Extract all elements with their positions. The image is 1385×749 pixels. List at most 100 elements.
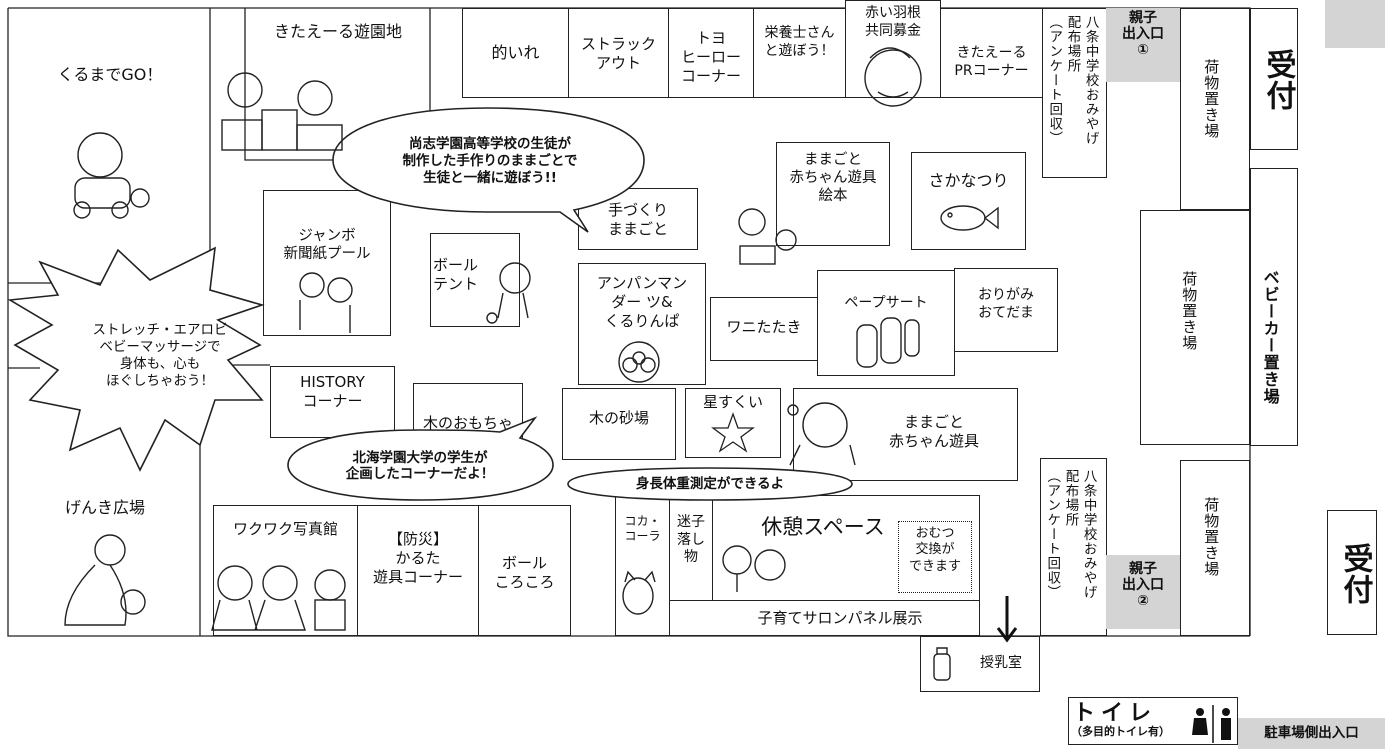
- area-wani: ワニたたき: [710, 297, 818, 361]
- area-ki-omocha-label: 木のおもちゃ: [422, 414, 513, 432]
- area-bousai: 【防災】 かるた 遊具コーナー: [357, 505, 479, 636]
- area-wakuwaku: ワクワク写真館: [213, 505, 358, 636]
- area-nimotsu-2-label: 荷物置き場: [1180, 271, 1199, 351]
- area-paper-sert: ペープサート: [817, 270, 955, 376]
- children-pool-icon: [299, 272, 353, 333]
- area-kitaeru-park: きたえーる遊園地: [273, 22, 402, 41]
- child-car-icon: [73, 132, 150, 219]
- area-junyu-label: 授乳室: [980, 655, 1022, 671]
- area-hachijo-2: 八条中学校おみやげ 配布場所 （アンケート回収）: [1040, 458, 1107, 636]
- area-uketsuke-2: 受付: [1327, 510, 1377, 635]
- callout-shoshi: 尚志学園高等学校の生徒が 制作した手作りのままごとで 生徒と一緒に遊ぼう!!: [402, 136, 578, 186]
- area-mamagoto-ehon: ままごと 赤ちゃん遊具 絵本: [776, 142, 890, 246]
- area-akai-hane: 赤い羽根 共同募金: [845, 0, 941, 98]
- kids-blocks-icon: [221, 72, 343, 151]
- area-salon-label: 子育てサロンパネル展示: [757, 609, 923, 627]
- area-hachijo-1-label: 八条中学校おみやげ 配布場所 （アンケート回収）: [1046, 15, 1099, 146]
- area-omutsu-label: おむつ 交換が できます: [908, 526, 961, 574]
- area-ball-tent-label: ボール テント: [433, 256, 479, 293]
- area-nimotsu-3: 荷物置き場: [1180, 460, 1250, 636]
- area-mamagoto-ehon-label: ままごと 赤ちゃん遊具 絵本: [789, 152, 877, 205]
- bottle-icon: [933, 647, 951, 681]
- area-origami-label: おりがみ おてだま: [978, 287, 1034, 321]
- area-eiyoushi: 栄養士さん と遊ぼう！: [753, 8, 846, 98]
- area-ki-sunaba-label: 木の砂場: [588, 409, 649, 427]
- gray-tab: [1325, 0, 1385, 48]
- area-jumbo-label: ジャンボ 新聞紙プール: [283, 228, 371, 263]
- area-parking-exit: 駐車場側出入口: [1238, 718, 1385, 749]
- area-uketsuke-2-label: 受付: [1337, 543, 1373, 605]
- area-mamagoto-baby-label: ままごと 赤ちゃん遊具: [888, 413, 979, 450]
- toilet-sub: （多目的トイレ有）: [1071, 725, 1170, 738]
- area-toilet: トイレ （多目的トイレ有）: [1068, 697, 1238, 745]
- anpanman-face-icon: [618, 341, 660, 383]
- area-hoshi-label: 星すくい: [702, 393, 763, 411]
- parking-exit-label: 駐車場側出入口: [1264, 725, 1359, 741]
- area-coca-label: コカ・ コーラ: [624, 514, 661, 543]
- mirror-bear-icon: [722, 545, 786, 592]
- area-maigo-label: 迷子 落し 物: [677, 514, 705, 565]
- area-nimotsu-1: 荷物置き場: [1180, 8, 1250, 210]
- area-anpanman: アンパンマン ダー ツ& くるりんぱ: [578, 263, 706, 385]
- area-tezukuri-label: 手づくり ままごと: [607, 201, 668, 238]
- area-ki-sunaba: 木の砂場: [562, 388, 676, 460]
- area-eiyoushi-label: 栄養士さん と遊ぼう！: [764, 25, 835, 59]
- area-sakana: さかなつり: [911, 152, 1026, 250]
- area-genki-hiroba: げんき広場: [64, 498, 145, 517]
- fish-icon: [940, 205, 999, 231]
- callout-shincho: 身長体重測定ができるよ: [635, 476, 785, 492]
- area-salon: 子育てサロンパネル展示: [669, 600, 980, 636]
- area-history-label: HISTORY コーナー: [300, 373, 365, 410]
- baby-rattle-icon: [787, 402, 856, 466]
- callout-stretch: ストレッチ・エアロビ ベビーマッサージで 身体も、心も ほぐしちゃおう！: [92, 322, 228, 389]
- area-matoire: 的いれ: [462, 8, 569, 98]
- area-oyako-2: 親子 出入口 ②: [1106, 555, 1180, 629]
- area-matoire-label: 的いれ: [491, 43, 540, 62]
- puppets-icon: [856, 317, 920, 368]
- area-omutsu: おむつ 交換が できます: [898, 521, 972, 593]
- area-nimotsu-3-label: 荷物置き場: [1202, 497, 1221, 577]
- area-kurumade-go: くるまでGO！: [57, 65, 163, 84]
- area-baby-car: ベビーカー置き場: [1250, 168, 1298, 446]
- princess-kids-icon: [211, 565, 306, 631]
- area-wani-label: ワニたたき: [726, 318, 802, 336]
- area-anpanman-label: アンパンマン ダー ツ& くるりんぱ: [596, 274, 688, 330]
- callout-hokkai: 北海学園大学の学生が 企画したコーナーだよ！: [345, 450, 495, 483]
- mother-baby-icon: [64, 534, 146, 626]
- toilet-title: トイレ: [1073, 701, 1158, 726]
- area-hachijo-1: 八条中学校おみやげ 配布場所 （アンケート回収）: [1042, 8, 1107, 178]
- area-akai-hane-label: 赤い羽根 共同募金: [865, 5, 921, 39]
- area-sakana-label: さかなつり: [928, 171, 1009, 190]
- area-uketsuke-1-label: 受付: [1260, 49, 1296, 111]
- area-jumbo: ジャンボ 新聞紙プール: [263, 190, 391, 336]
- area-oyako-2-label: 親子 出入口 ②: [1122, 561, 1164, 610]
- toilet-person-icon: [1192, 705, 1231, 743]
- area-oyako-1-label: 親子 出入口 ①: [1122, 10, 1164, 59]
- area-kitaeru-pr-label: きたえーる PRコーナー: [954, 45, 1029, 79]
- bird-pin-icon: [864, 47, 922, 107]
- area-kitaeru-pr: きたえーる PRコーナー: [940, 8, 1043, 98]
- star-icon: [711, 412, 755, 453]
- fireman-icon: [314, 569, 346, 631]
- area-bousai-label: 【防災】 かるた 遊具コーナー: [372, 530, 463, 586]
- area-oyako-1: 親子 出入口 ①: [1106, 8, 1180, 82]
- area-baby-car-label: ベビーカー置き場: [1260, 269, 1280, 405]
- child-ball-icon: [486, 262, 531, 324]
- area-wakuwaku-label: ワクワク写真館: [232, 520, 338, 538]
- area-struck-out-label: ストラック アウト: [580, 35, 656, 72]
- area-uketsuke-1: 受付: [1250, 8, 1298, 150]
- area-toyo-hero: トヨ ヒーロー コーナー: [668, 8, 754, 98]
- area-origami: おりがみ おてだま: [954, 268, 1058, 352]
- cat-icon: [622, 570, 656, 615]
- area-ball-koro-label: ボール ころころ: [494, 554, 555, 591]
- area-ball-tent: ボール テント: [430, 233, 520, 327]
- area-nimotsu-2: 荷物置き場: [1140, 210, 1250, 445]
- kids-toys-icon: [738, 208, 797, 265]
- area-paper-sert-label: ペープサート: [844, 295, 928, 311]
- area-ball-koro: ボール ころころ: [478, 505, 571, 636]
- area-junyu: 授乳室: [920, 636, 1040, 692]
- area-kyukei-label: 休憩スペース: [761, 515, 885, 539]
- area-hachijo-2-label: 八条中学校おみやげ 配布場所 （アンケート回収）: [1044, 469, 1097, 600]
- area-toyo-hero-label: トヨ ヒーロー コーナー: [680, 29, 741, 85]
